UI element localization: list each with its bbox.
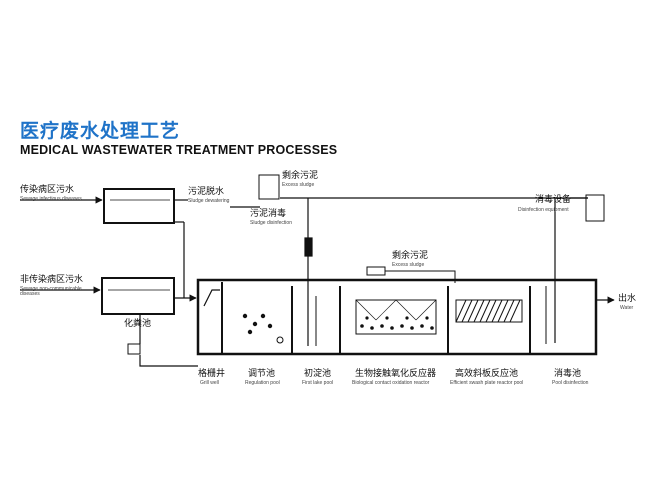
excess-sludge-top-label: 剩余污泥 [282, 171, 319, 181]
infectious-tank [103, 188, 175, 224]
excess-sludge-mid-label: 剩余污泥 [392, 251, 429, 261]
tank-sublabel-first-lake-pool: First lake pool [302, 380, 334, 386]
septic-tank [101, 277, 175, 315]
disinfection-equipment-box [585, 194, 605, 222]
tank-sublabel-regulation-pool: Regulation pool [245, 380, 280, 386]
outlet-label: 出水 [618, 294, 637, 304]
tank-sublabel-bio-reactor: Biological contact oxidation reactor [352, 380, 430, 386]
diagram-title-en: MEDICAL WASTEWATER TREATMENT PROCESSES [20, 143, 338, 157]
sludge-dewatering-sublabel: Sludge dewatering [188, 198, 230, 204]
noninfectious-sewage-label: 非传染病区污水 [20, 275, 84, 285]
tank-sublabel-swash-plate: Efficient swash plate reactor pool [450, 380, 524, 386]
main-tank-outer [196, 278, 598, 356]
sludge-disinfection-sublabel: Sludge disinfection [250, 220, 292, 226]
tank-sublabel-grill-well: Grill well [200, 380, 219, 386]
sludge-dewatering-label: 污泥脱水 [188, 187, 225, 197]
tank-label-regulation-pool: 调节池 [248, 369, 276, 379]
sludge-disinfection-label: 污泥消毒 [250, 209, 287, 219]
outlet-sublabel: Water [620, 305, 634, 311]
disinfection-equipment-sublabel: Disinfection equipment [518, 207, 569, 213]
tank-sublabel-pool-disinfection: Pool disinfection [552, 380, 589, 386]
disinfection-equipment-label: 消毒设备 [535, 195, 572, 205]
swash-plates [455, 299, 523, 323]
tank-label-grill-well: 格栅井 [198, 369, 226, 379]
excess-sludge-top-sublabel: Excess sludge [282, 182, 315, 188]
tank-label-bio-reactor: 生物接触氧化反应器 [355, 369, 437, 379]
infectious-sewage-label: 传染病区污水 [20, 185, 75, 195]
return-pump [127, 343, 141, 355]
infectious-sewage-sublabel: Sewage infectious diseases [20, 196, 82, 202]
noninfectious-sewage-sublabel: Sewage non-communicable diseases [20, 286, 82, 297]
tank-label-pool-disinfection: 消毒池 [554, 369, 582, 379]
tank-label-first-lake-pool: 初淀池 [304, 369, 332, 379]
diagram-title-cn: 医疗废水处理工艺 [20, 120, 181, 142]
sludge-disinfection-pump [304, 237, 313, 257]
excess-sludge-box-mid [366, 266, 386, 276]
tank-label-swash-plate: 高效斜板反应池 [455, 369, 519, 379]
septic-tank-label: 化粪池 [124, 319, 152, 329]
excess-sludge-box-top [258, 174, 280, 200]
regulation-pool-bubbles [242, 313, 284, 344]
bio-reactor-bubbles [360, 316, 434, 330]
excess-sludge-mid-sublabel: Excess sludge [392, 262, 425, 268]
